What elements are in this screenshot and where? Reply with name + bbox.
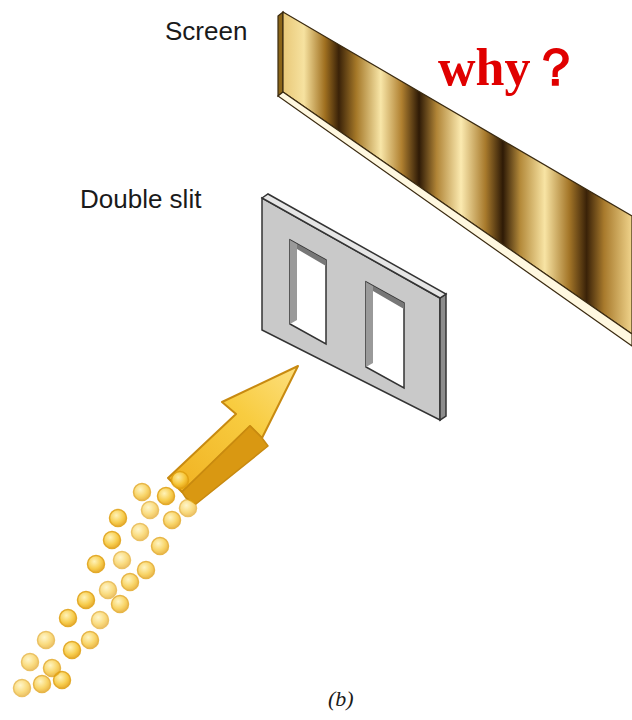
- particle: [34, 676, 51, 693]
- particle: [152, 538, 169, 555]
- particle: [100, 582, 117, 599]
- beam-arrow: [168, 366, 298, 504]
- particle: [164, 512, 181, 529]
- particle: [88, 556, 105, 573]
- particle: [112, 596, 129, 613]
- slit-plate: [262, 194, 446, 420]
- particle: [22, 654, 39, 671]
- particle: [122, 574, 139, 591]
- particle-stream: [14, 472, 197, 697]
- particle: [180, 500, 197, 517]
- particle: [172, 472, 189, 489]
- particle: [142, 502, 159, 519]
- particle: [110, 510, 127, 527]
- question-note: why？: [438, 42, 582, 94]
- particle: [44, 660, 61, 677]
- particle: [82, 632, 99, 649]
- screen-label: Screen: [165, 18, 247, 44]
- particle: [158, 488, 175, 505]
- particle: [38, 632, 55, 649]
- particle: [14, 680, 31, 697]
- figure-caption: (b): [328, 688, 354, 710]
- particle: [104, 532, 121, 549]
- particle: [60, 610, 77, 627]
- particle: [132, 524, 149, 541]
- particle: [92, 612, 109, 629]
- slit-label: Double slit: [80, 186, 201, 212]
- particle: [64, 642, 81, 659]
- particle: [134, 484, 151, 501]
- particle: [78, 592, 95, 609]
- particle: [138, 562, 155, 579]
- particle: [114, 552, 131, 569]
